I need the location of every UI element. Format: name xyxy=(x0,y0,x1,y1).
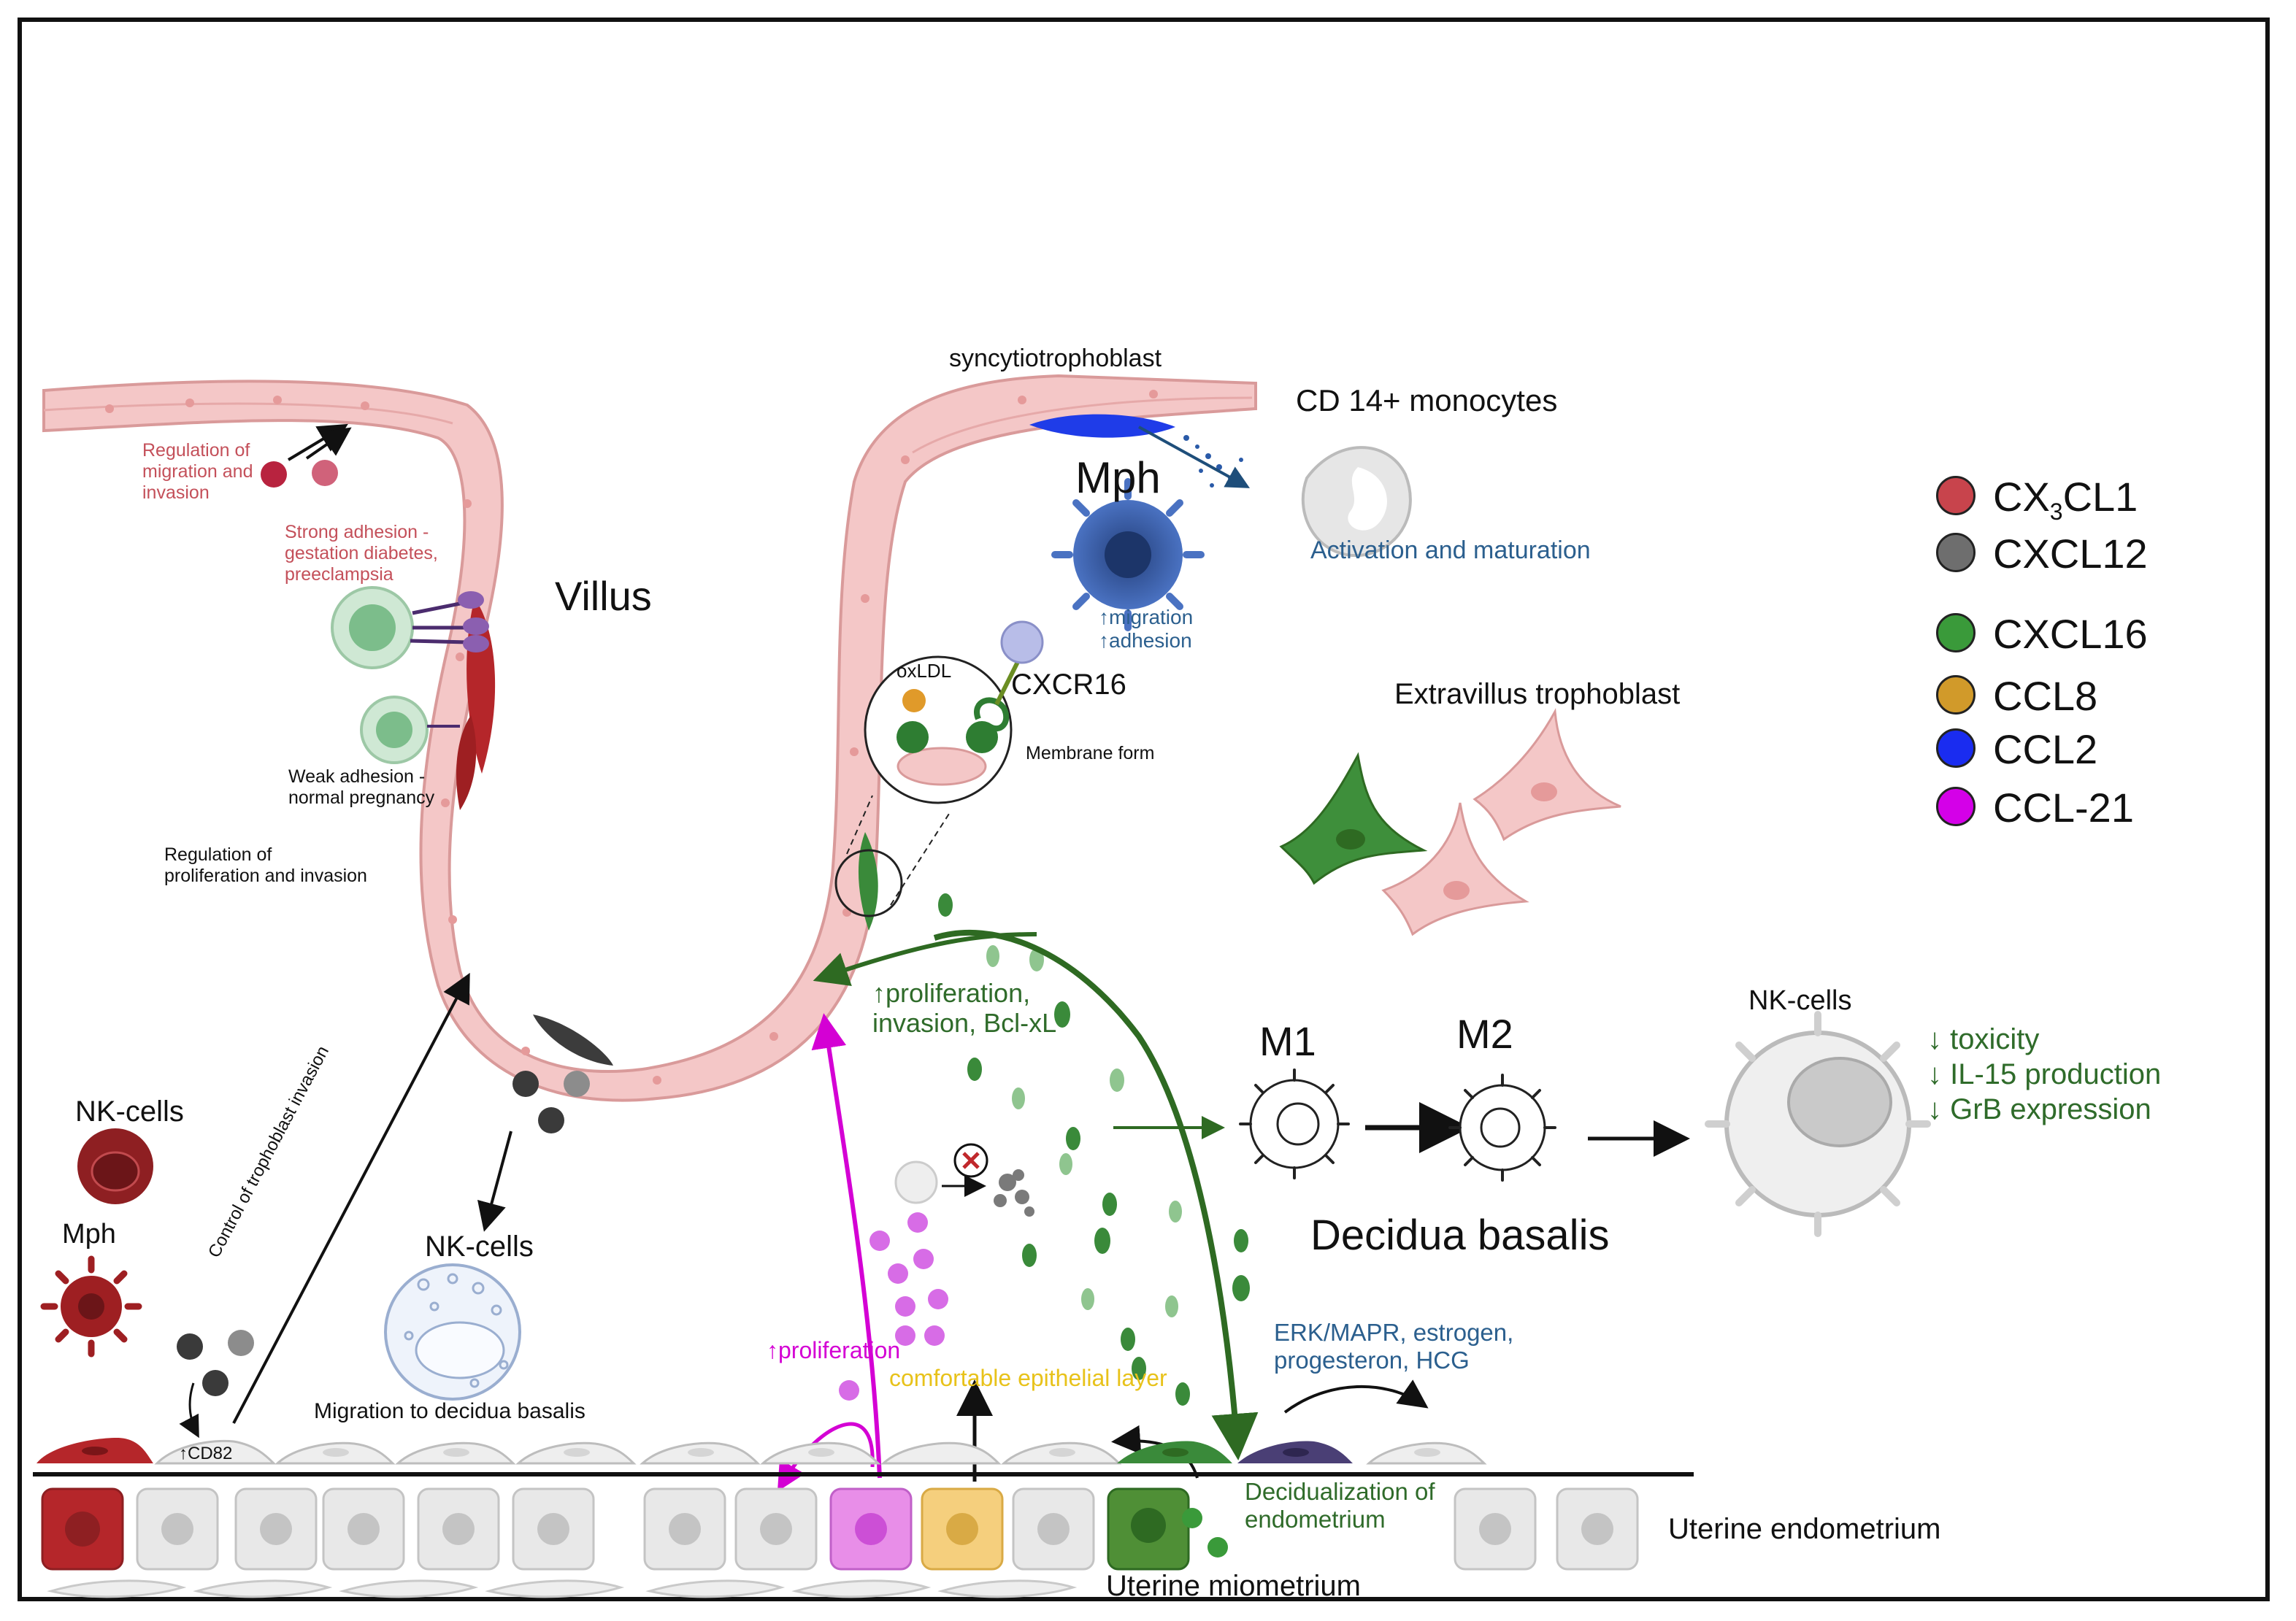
oxldl-label: oxLDL xyxy=(896,660,952,682)
migration-adhesion-label: ↑migration ↑adhesion xyxy=(1099,606,1194,652)
weak-adhesion-label: Weak adhesion - normal pregnancy xyxy=(288,766,435,808)
erk-label: ERK/MAPR, estrogen, progesteron, HCG xyxy=(1274,1319,1514,1374)
regulation-proliferation-label: Regulation of proliferation and invasion xyxy=(164,844,367,886)
legend-label-ccl21: CCL-21 xyxy=(1993,785,2134,831)
mph-blue-cell xyxy=(1051,478,1205,631)
nk-cell-left xyxy=(77,1128,153,1204)
cxcl16-particles xyxy=(938,893,1250,1406)
cd82-dots xyxy=(177,1330,254,1439)
mph-cell-left xyxy=(40,1255,142,1358)
membrane-form-label: Membrane form xyxy=(1026,743,1155,763)
syncytiotrophoblast-label: syncytiotrophoblast xyxy=(949,344,1162,372)
up-proliferation-label: ↑proliferation xyxy=(767,1337,901,1363)
uterine-endometrium-label: Uterine endometrium xyxy=(1668,1513,1941,1545)
erk-arrow xyxy=(1283,1379,1429,1414)
cd14-monocytes-label: CD 14+ monocytes xyxy=(1296,383,1558,417)
mph-top-label: Mph xyxy=(1075,453,1161,502)
control-invasion-arrow xyxy=(232,972,470,1424)
ccl21-particles xyxy=(839,1212,948,1401)
legend-label-cxcl12: CXCL12 xyxy=(1993,531,2148,577)
m1-label: M1 xyxy=(1259,1018,1316,1064)
uterine-miometrium-label: Uterine miometrium xyxy=(1106,1570,1361,1602)
legend-label-cx3cl1: CX3CL1 xyxy=(1993,474,2138,525)
nk-cell-right xyxy=(1705,1011,1931,1237)
figure-frame xyxy=(18,18,2270,1601)
legend-dot-cxcl12 xyxy=(1936,533,1976,572)
m1-cell xyxy=(1239,1069,1350,1179)
activation-label: Activation and maturation xyxy=(1310,536,1591,564)
cd14-monocyte-cell xyxy=(1301,446,1412,558)
nk-right-label: NK-cells xyxy=(1748,985,1852,1016)
nk-cell-middle xyxy=(384,1263,521,1401)
cxcl12-dots xyxy=(477,1071,590,1232)
migration-decidua-label: Migration to decidua basalis xyxy=(314,1399,585,1423)
cxcl16-main-arrow xyxy=(933,929,1259,1460)
legend-dot-cx3cl1 xyxy=(1936,476,1976,515)
comfortable-layer-label: comfortable epithelial layer xyxy=(889,1365,1167,1391)
miometrium-cells xyxy=(47,1579,1078,1598)
legend-label-ccl8: CCL8 xyxy=(1993,673,2098,719)
proliferation-arrow xyxy=(813,932,1037,986)
nk-effects-label: ↓ toxicity ↓ IL-15 production ↓ GrB expr… xyxy=(1927,1023,2162,1125)
legend-dot-cxcl16 xyxy=(1936,613,1976,652)
decidualization-label: Decidualization of endometrium xyxy=(1245,1478,1435,1533)
m2-cell xyxy=(1448,1074,1556,1182)
endometrium-row xyxy=(41,1487,1639,1571)
adhesion-cells xyxy=(261,423,489,764)
strong-adhesion-label: Strong adhesion - gestation diabetes, pr… xyxy=(285,522,438,585)
m2-label: M2 xyxy=(1456,1011,1513,1057)
nk-left-label: NK-cells xyxy=(75,1096,184,1128)
nk-middle-label: NK-cells xyxy=(425,1231,534,1263)
legend-label-cxcl16: CXCL16 xyxy=(1993,611,2148,657)
villus-label: Villus xyxy=(555,573,652,619)
legend-dot-ccl8 xyxy=(1936,675,1976,715)
regulation-migration-label: Regulation of migration and invasion xyxy=(142,440,253,503)
extravillus-label: Extravillus trophoblast xyxy=(1394,678,1681,710)
oxldl-zoom-inset xyxy=(834,620,1044,917)
decidua-basalis-label: Decidua basalis xyxy=(1310,1212,1610,1259)
nk-apoptosis xyxy=(894,1143,1034,1217)
ccl21-up-arrow xyxy=(811,1013,882,1479)
monocyte-arrow xyxy=(1138,426,1251,488)
legend-dot-ccl21 xyxy=(1936,787,1976,826)
legend-dot-ccl2 xyxy=(1936,728,1976,768)
proliferation-invasion-label: ↑proliferation, invasion, Bcl-xL xyxy=(872,978,1057,1039)
mph-left-label: Mph xyxy=(62,1219,116,1250)
cxcr16-label: CXCR16 xyxy=(1011,669,1126,701)
legend-label-ccl2: CCL2 xyxy=(1993,726,2098,772)
epithelial-layer xyxy=(37,1438,1487,1465)
extravillus-cells xyxy=(1279,707,1621,936)
cd82-label: ↑CD82 xyxy=(179,1444,233,1463)
